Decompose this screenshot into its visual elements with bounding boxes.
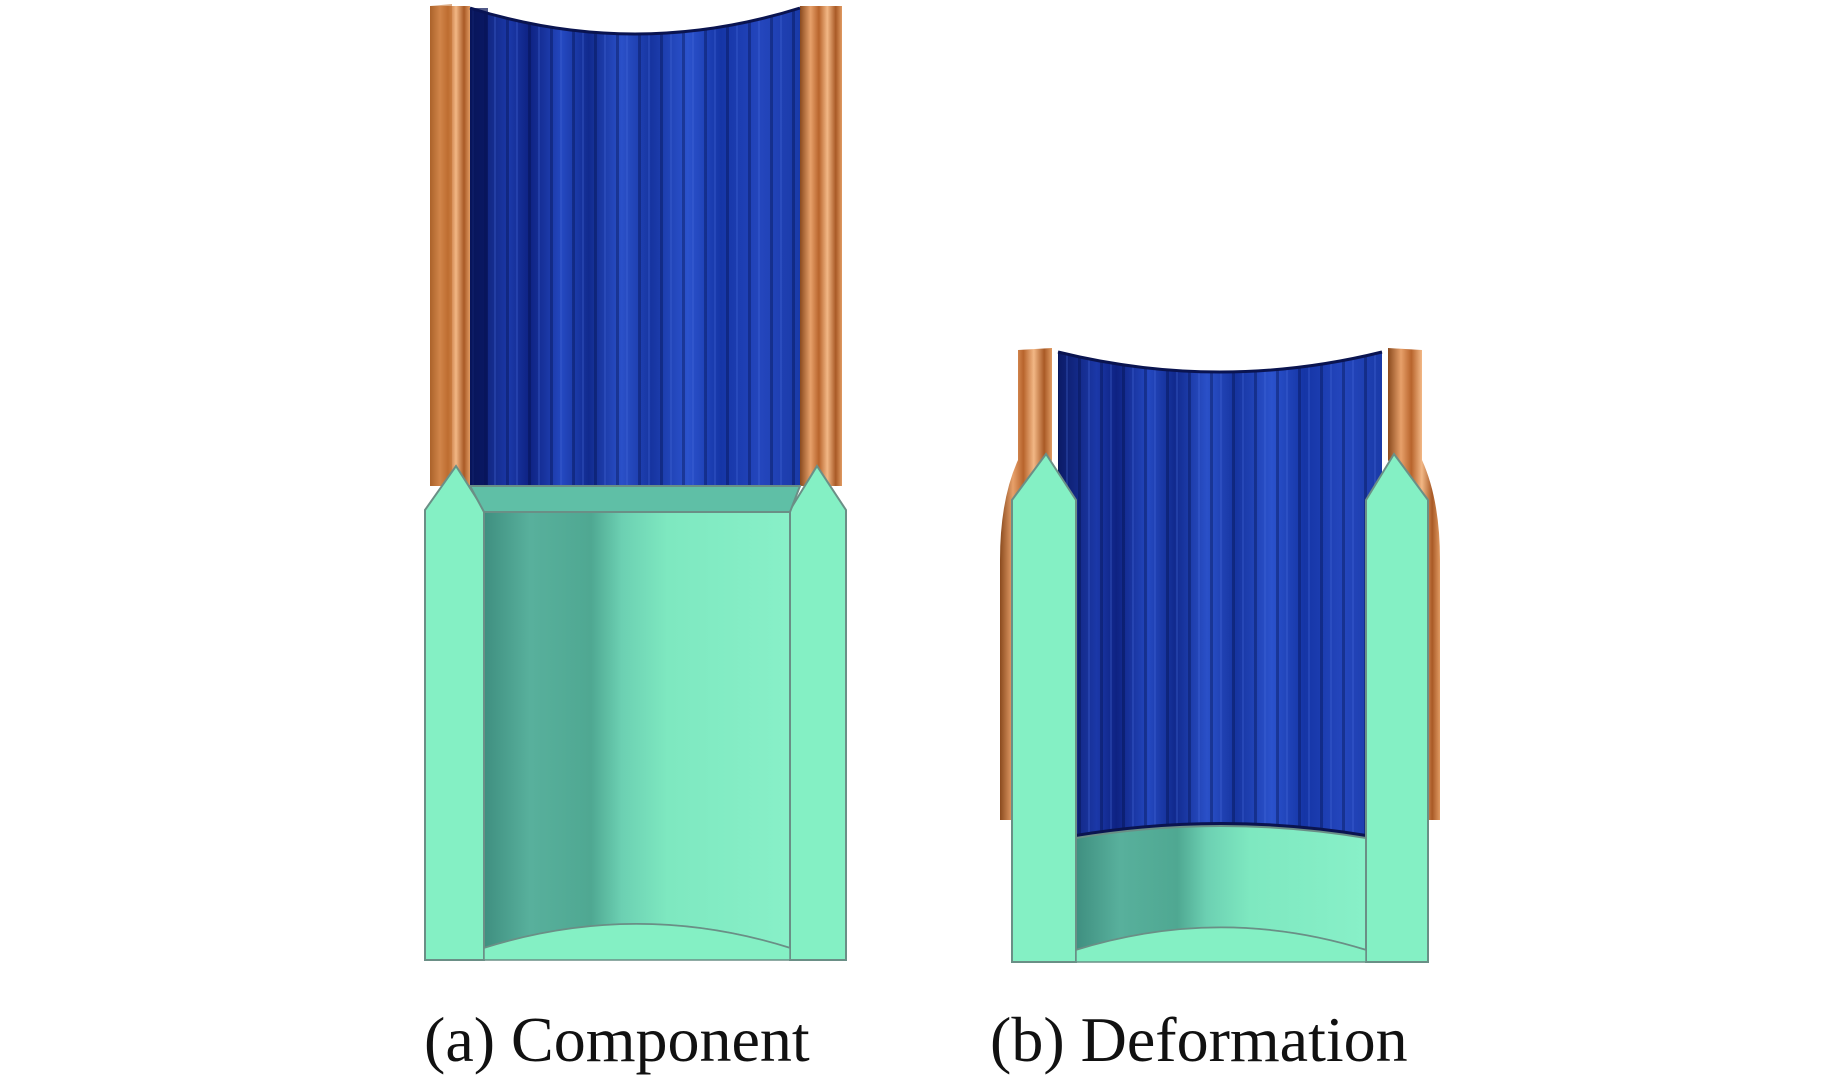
panel-a-component bbox=[424, 4, 847, 961]
panel-a-green-die bbox=[424, 464, 847, 961]
panel-a-blue-tube bbox=[469, 6, 801, 486]
caption-component: (a) Component bbox=[424, 1004, 810, 1075]
panel-b-blue-tube bbox=[1057, 350, 1383, 838]
caption-deformation: (b) Deformation bbox=[990, 1004, 1408, 1075]
panel-b-green-die bbox=[1011, 452, 1429, 963]
panel-b-deformation bbox=[1000, 348, 1440, 963]
panel-a-copper-tube bbox=[430, 4, 842, 486]
